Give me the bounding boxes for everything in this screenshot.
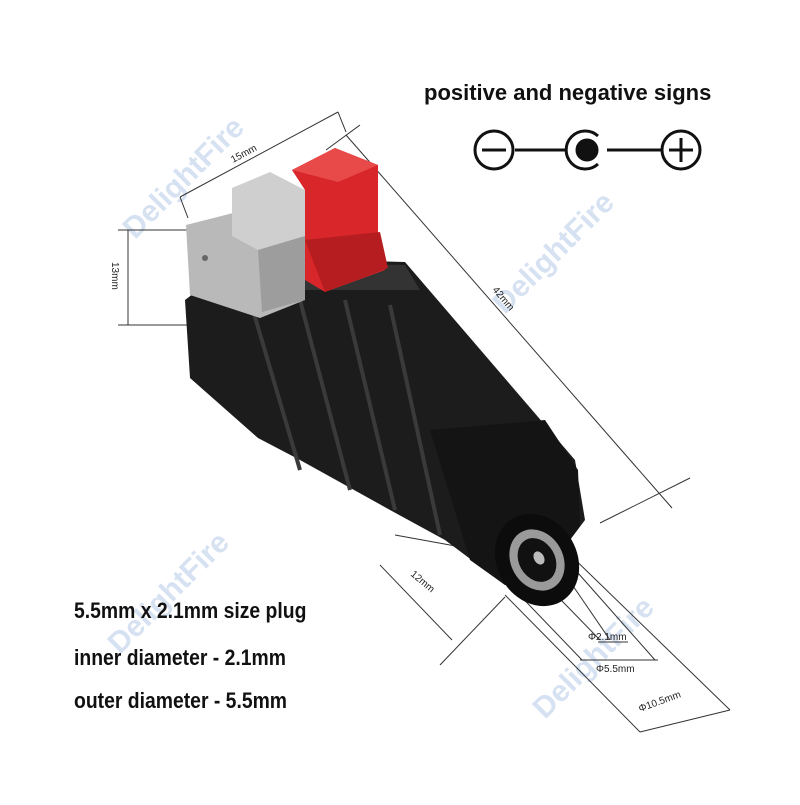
center-positive-icon (564, 129, 600, 171)
polarity-heading: positive and negative signs (424, 80, 712, 105)
spec-inner-diameter: inner diameter - 2.1mm (74, 645, 286, 670)
inner-dimension: Φ5.5mm (596, 664, 635, 675)
minus-icon (473, 129, 515, 171)
outer-dimension: Φ10.5mm (637, 689, 682, 714)
spec-size: 5.5mm x 2.1mm size plug (74, 598, 307, 623)
pin-dimension: Φ2.1mm (588, 632, 627, 643)
spec-outer-diameter: outer diameter - 5.5mm (74, 688, 288, 713)
barrel-dimension: 12mm (408, 569, 436, 595)
watermark: DelightFire (102, 526, 236, 660)
dc-connector (185, 148, 585, 607)
plus-icon (660, 129, 702, 171)
polarity-symbol (473, 129, 702, 171)
height-dimension: 13mm (109, 262, 120, 290)
